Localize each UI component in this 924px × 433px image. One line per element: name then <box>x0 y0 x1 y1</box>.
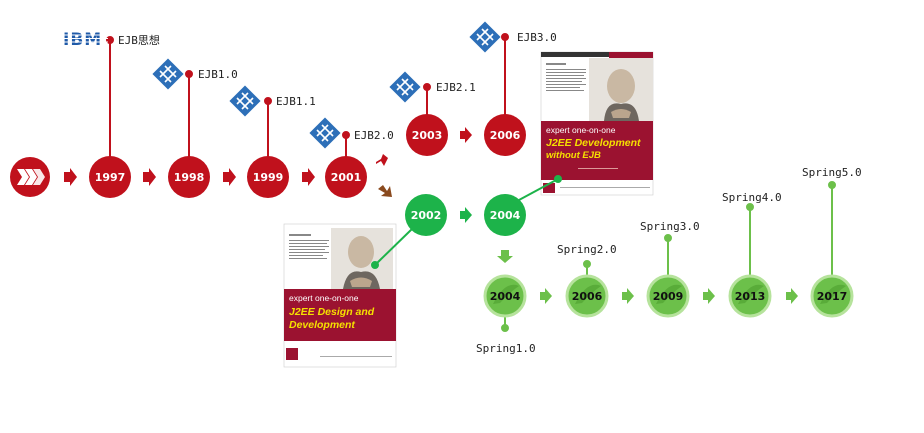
ejb-2-1-label: EJB2.1 <box>436 81 476 94</box>
svg-text:1999: 1999 <box>253 171 284 184</box>
ejb-node-2003: 2003 <box>406 114 448 156</box>
svg-text:2013: 2013 <box>735 290 766 303</box>
spring-node-2006: 2006 <box>565 274 609 318</box>
arrow-right-icon <box>64 168 77 186</box>
svg-text:Development: Development <box>289 319 355 331</box>
svg-text:without EJB: without EJB <box>546 150 601 161</box>
spring-2-0-label: Spring2.0 <box>557 243 617 256</box>
svg-text:2006: 2006 <box>490 129 521 142</box>
svg-text:2001: 2001 <box>331 171 362 184</box>
svg-text:expert one-on-one: expert one-on-one <box>289 293 359 303</box>
ejb-node-2001: 2001 <box>325 156 367 198</box>
svg-text:2003: 2003 <box>412 129 443 142</box>
svg-text:1998: 1998 <box>174 171 205 184</box>
sun-logo-icon <box>389 71 421 103</box>
ejb-3-0-label: EJB3.0 <box>517 31 557 44</box>
ejb-node-1999: 1999 <box>247 156 289 198</box>
svg-text:2002: 2002 <box>411 209 442 222</box>
sun-logo-icon <box>469 21 501 53</box>
ejb-1-1-label: EJB1.1 <box>276 95 316 108</box>
svg-text:J2EE Design and: J2EE Design and <box>289 306 375 318</box>
arrow-right-icon <box>143 168 156 186</box>
book-cover-design-and-development: expert one-on-one J2EE Design and Develo… <box>283 223 397 368</box>
svg-text:expert one-on-one: expert one-on-one <box>546 125 616 135</box>
spring-node-2009: 2009 <box>646 274 690 318</box>
spring-node-2004: 2004 <box>483 274 527 318</box>
spring-5-0-label: Spring5.0 <box>802 166 862 179</box>
spring-1-0-label: Spring1.0 <box>476 342 536 355</box>
spring-arrows <box>540 288 798 304</box>
ejb-idea-label: EJB思想 <box>118 33 160 47</box>
svg-text:2004: 2004 <box>490 209 521 222</box>
ejb-node-1997: 1997 <box>89 156 131 198</box>
arrow-right-icon <box>460 127 472 143</box>
green-connectors <box>371 175 562 269</box>
sun-logo-icon <box>229 85 261 117</box>
svg-text:2004: 2004 <box>490 290 521 303</box>
spring-3-0-label: Spring3.0 <box>640 220 700 233</box>
svg-text:J2EE Development: J2EE Development <box>546 137 641 149</box>
ejb-1-0-label: EJB1.0 <box>198 68 238 81</box>
sun-logos <box>152 21 501 149</box>
arrow-right-icon <box>302 168 315 186</box>
arrow-right-icon <box>460 207 472 223</box>
green-node-2002: 2002 <box>405 194 447 236</box>
ibm-logo: IBM <box>60 30 108 50</box>
green-node-2004: 2004 <box>484 194 526 236</box>
spring-stems <box>501 181 836 332</box>
spring-node-2017: 2017 <box>810 274 854 318</box>
ejb-2-0-label: EJB2.0 <box>354 129 394 142</box>
svg-text:2009: 2009 <box>653 290 684 303</box>
spring-node-2013: 2013 <box>728 274 772 318</box>
svg-text:1997: 1997 <box>95 171 126 184</box>
ejb-node-1998: 1998 <box>168 156 210 198</box>
ejb-node-2006: 2006 <box>484 114 526 156</box>
spring-4-0-label: Spring4.0 <box>722 191 782 204</box>
svg-text:2006: 2006 <box>572 290 603 303</box>
book-cover-without-ejb: expert one-on-one J2EE Development witho… <box>540 51 654 196</box>
svg-text:2017: 2017 <box>817 290 848 303</box>
arrow-right-icon <box>223 168 236 186</box>
svg-text:IBM: IBM <box>63 30 102 50</box>
sun-logo-icon <box>152 58 184 90</box>
arrow-up-right-icon <box>376 154 388 166</box>
red-arrows <box>64 127 472 186</box>
start-chevron-node <box>10 157 50 197</box>
sun-logo-icon <box>309 117 341 149</box>
arrow-down-icon <box>497 250 513 263</box>
ejb-stems <box>106 33 509 157</box>
arrow-down-right-icon <box>378 185 392 197</box>
